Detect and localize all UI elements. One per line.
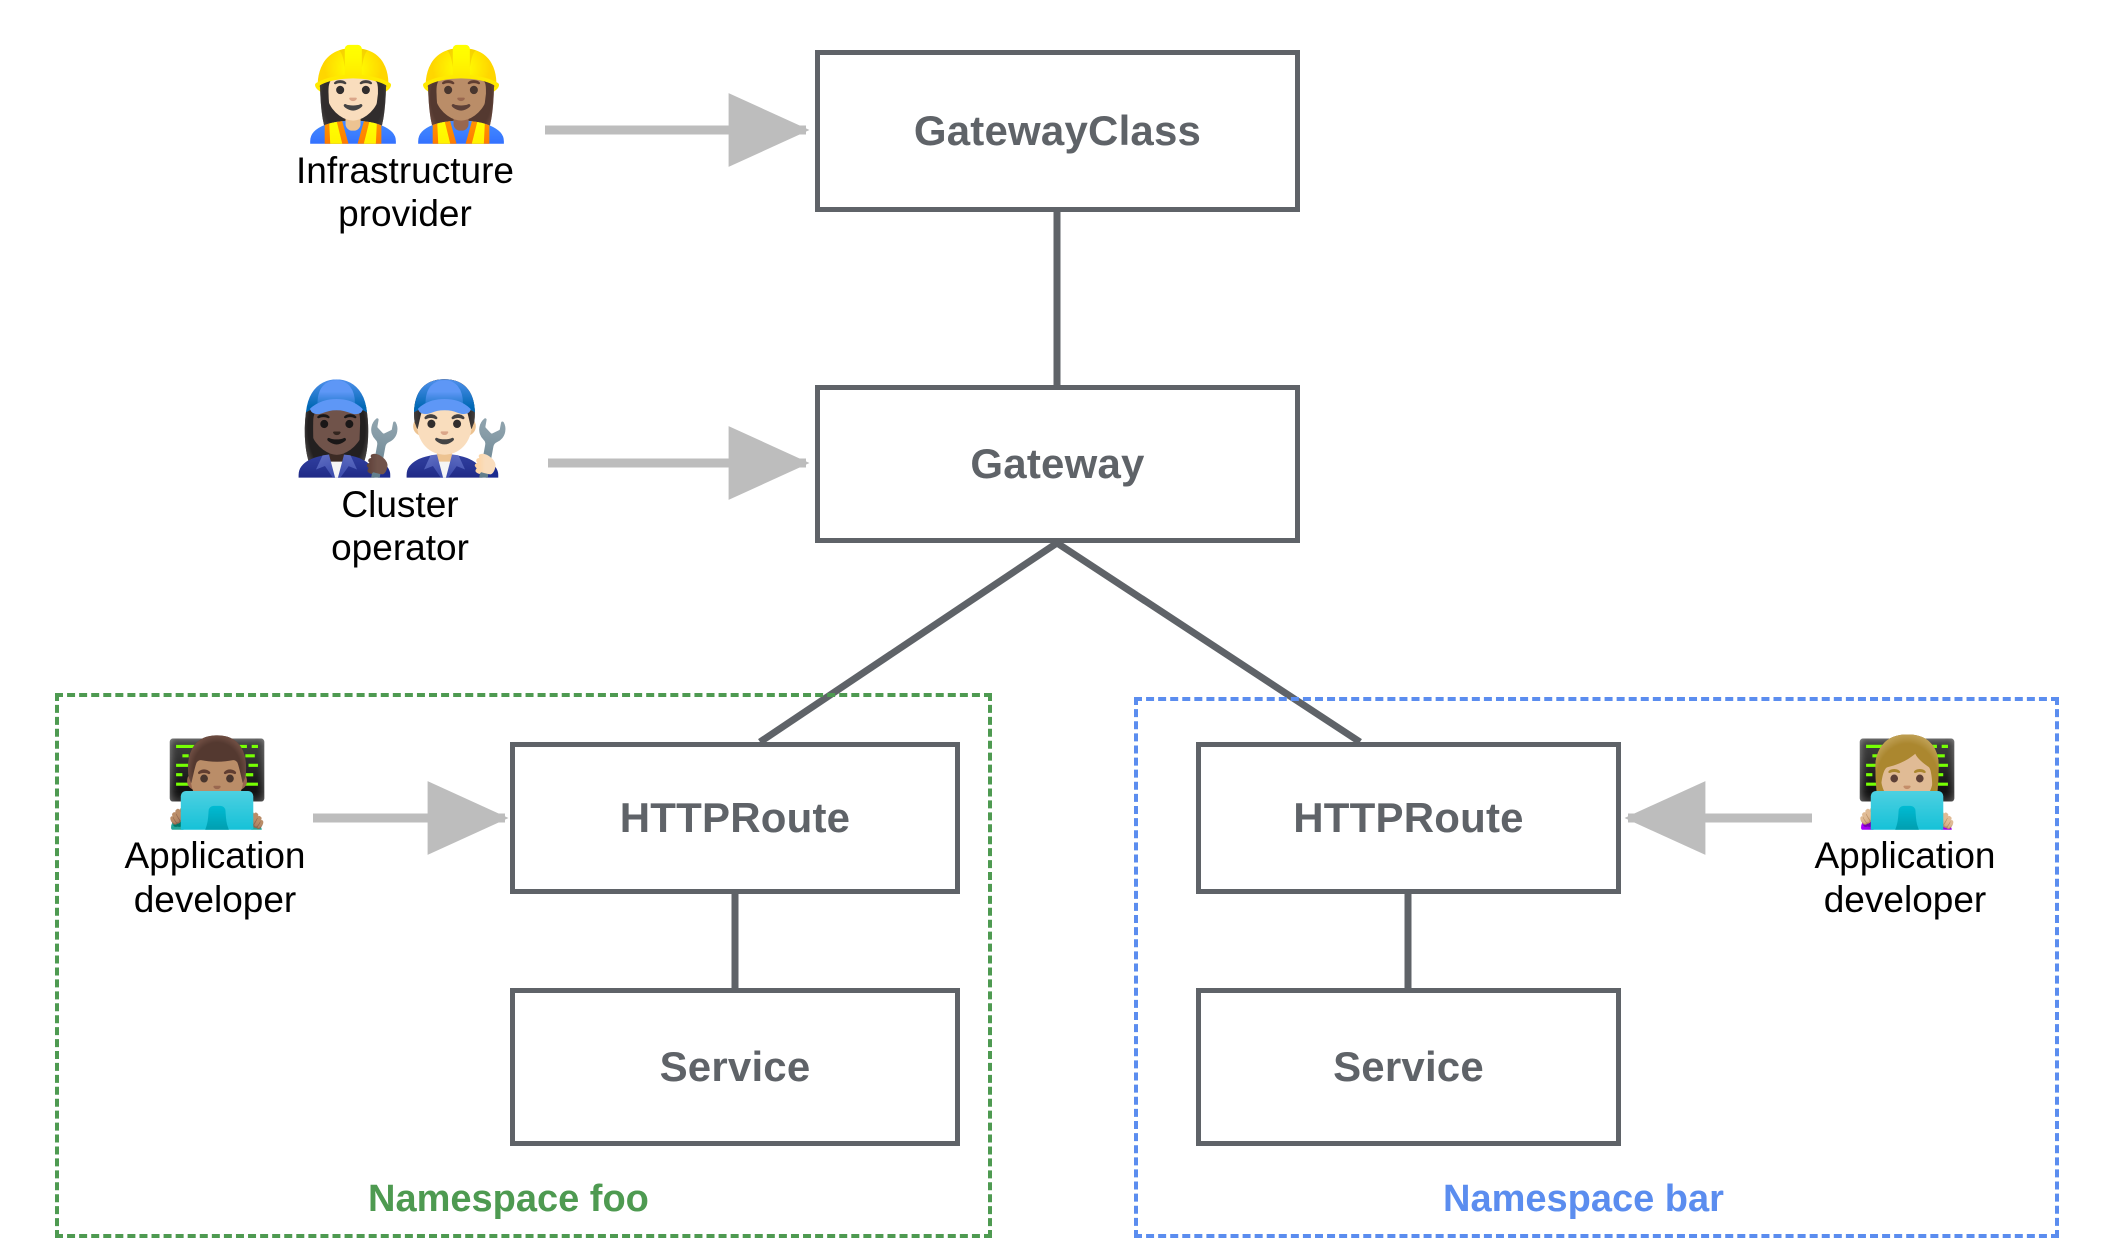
persona-application-developer-foo-label: Application developer xyxy=(124,835,306,920)
construction-worker-icon: 👷🏻‍♀️👷🏽‍♀️ xyxy=(296,45,517,145)
persona-application-developer-bar-label: Application developer xyxy=(1814,835,1996,920)
node-gatewayclass-label: GatewayClass xyxy=(913,107,1202,154)
node-httproute-foo[interactable]: HTTPRoute xyxy=(510,742,960,894)
technologist-icon: 👨🏽‍💻 xyxy=(163,735,270,831)
persona-application-developer-bar: 👩🏼‍💻 Application developer xyxy=(1790,738,2020,922)
technologist-icon: 👩🏼‍💻 xyxy=(1853,735,1960,831)
persona-application-developer-foo: 👨🏽‍💻 Application developer xyxy=(100,738,330,922)
node-gatewayclass[interactable]: GatewayClass xyxy=(815,50,1300,212)
namespace-foo-label: Namespace foo xyxy=(368,1178,649,1220)
node-httproute-foo-label: HTTPRoute xyxy=(619,794,851,841)
node-service-foo-label: Service xyxy=(659,1043,811,1090)
node-service-bar[interactable]: Service xyxy=(1196,988,1621,1146)
persona-cluster-operator: 👩🏿‍🔧👨🏻‍🔧 Cluster operator xyxy=(240,382,560,570)
node-gateway-label: Gateway xyxy=(970,440,1145,487)
node-gateway[interactable]: Gateway xyxy=(815,385,1300,543)
namespace-foo-container xyxy=(55,693,992,1238)
node-httproute-bar[interactable]: HTTPRoute xyxy=(1196,742,1621,894)
persona-cluster-operator-label: Cluster operator xyxy=(331,483,469,569)
namespace-bar-label: Namespace bar xyxy=(1443,1178,1724,1220)
namespace-bar-container xyxy=(1134,697,2059,1238)
mechanic-icon: 👩🏿‍🔧👨🏻‍🔧 xyxy=(291,379,512,479)
node-httproute-bar-label: HTTPRoute xyxy=(1293,794,1524,841)
node-service-bar-label: Service xyxy=(1333,1043,1484,1090)
node-service-foo[interactable]: Service xyxy=(510,988,960,1146)
persona-infrastructure-provider: 👷🏻‍♀️👷🏽‍♀️ Infrastructure provider xyxy=(245,48,565,236)
persona-infrastructure-provider-label: Infrastructure provider xyxy=(296,149,514,235)
